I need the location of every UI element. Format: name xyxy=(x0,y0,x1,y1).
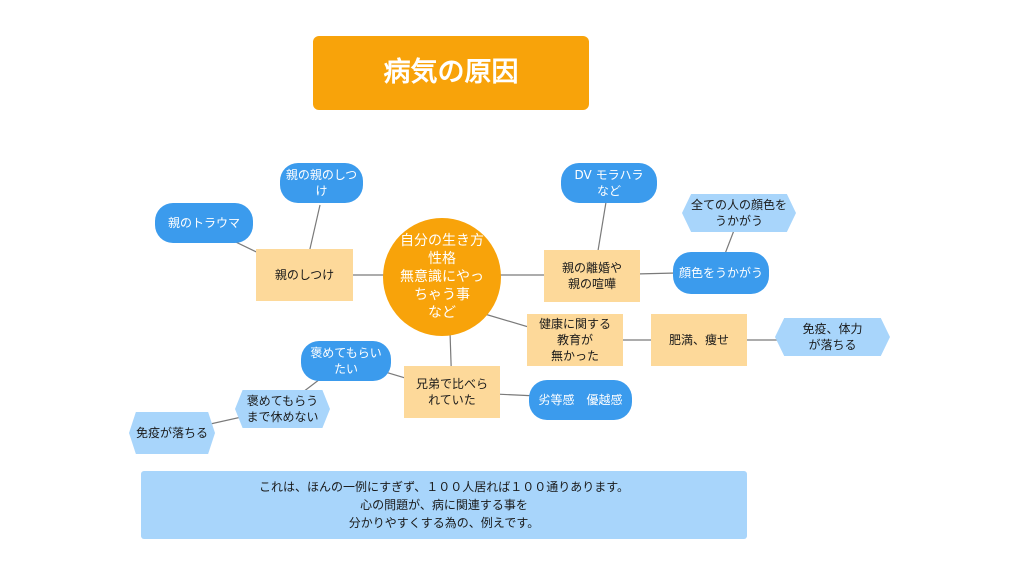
node-meneki-ochiru: 免疫が落ちる xyxy=(129,412,215,454)
note-box: これは、ほんの一例にすぎず、１００人居れば１００通りあります。 心の問題が、病に… xyxy=(141,471,747,539)
node-oya-shitsuke: 親のしつけ xyxy=(256,249,353,301)
diagram-title: 病気の原因 xyxy=(313,36,589,110)
node-subete-kaoiro: 全ての人の顔色を うかがう xyxy=(682,194,796,232)
node-rettoukan: 劣等感 優越感 xyxy=(529,380,632,420)
node-homete-morau: 褒めてもらう まで休めない xyxy=(235,390,330,428)
node-meneki-tairyoku: 免疫、体力 が落ちる xyxy=(775,318,890,356)
node-kyoudai: 兄弟で比べら れていた xyxy=(404,366,500,418)
node-rikon-kenka: 親の離婚や 親の喧嘩 xyxy=(544,250,640,302)
node-kenkou-kyouiku: 健康に関する 教育が 無かった xyxy=(527,314,623,366)
node-himan-yase: 肥満、痩せ xyxy=(651,314,747,366)
node-dv-moraharu: DV モラハラ など xyxy=(561,163,657,203)
node-kaoiro: 顔色をうかがう xyxy=(673,252,769,294)
center-node: 自分の生き方 性格 無意識にやっ ちゃう事 など xyxy=(383,218,501,336)
node-oya-trauma: 親のトラウマ xyxy=(155,203,253,243)
node-oya-no-oya-shitsuke: 親の親のしつけ xyxy=(280,163,363,203)
node-homete-moraitai: 褒めてもらい たい xyxy=(301,341,391,381)
